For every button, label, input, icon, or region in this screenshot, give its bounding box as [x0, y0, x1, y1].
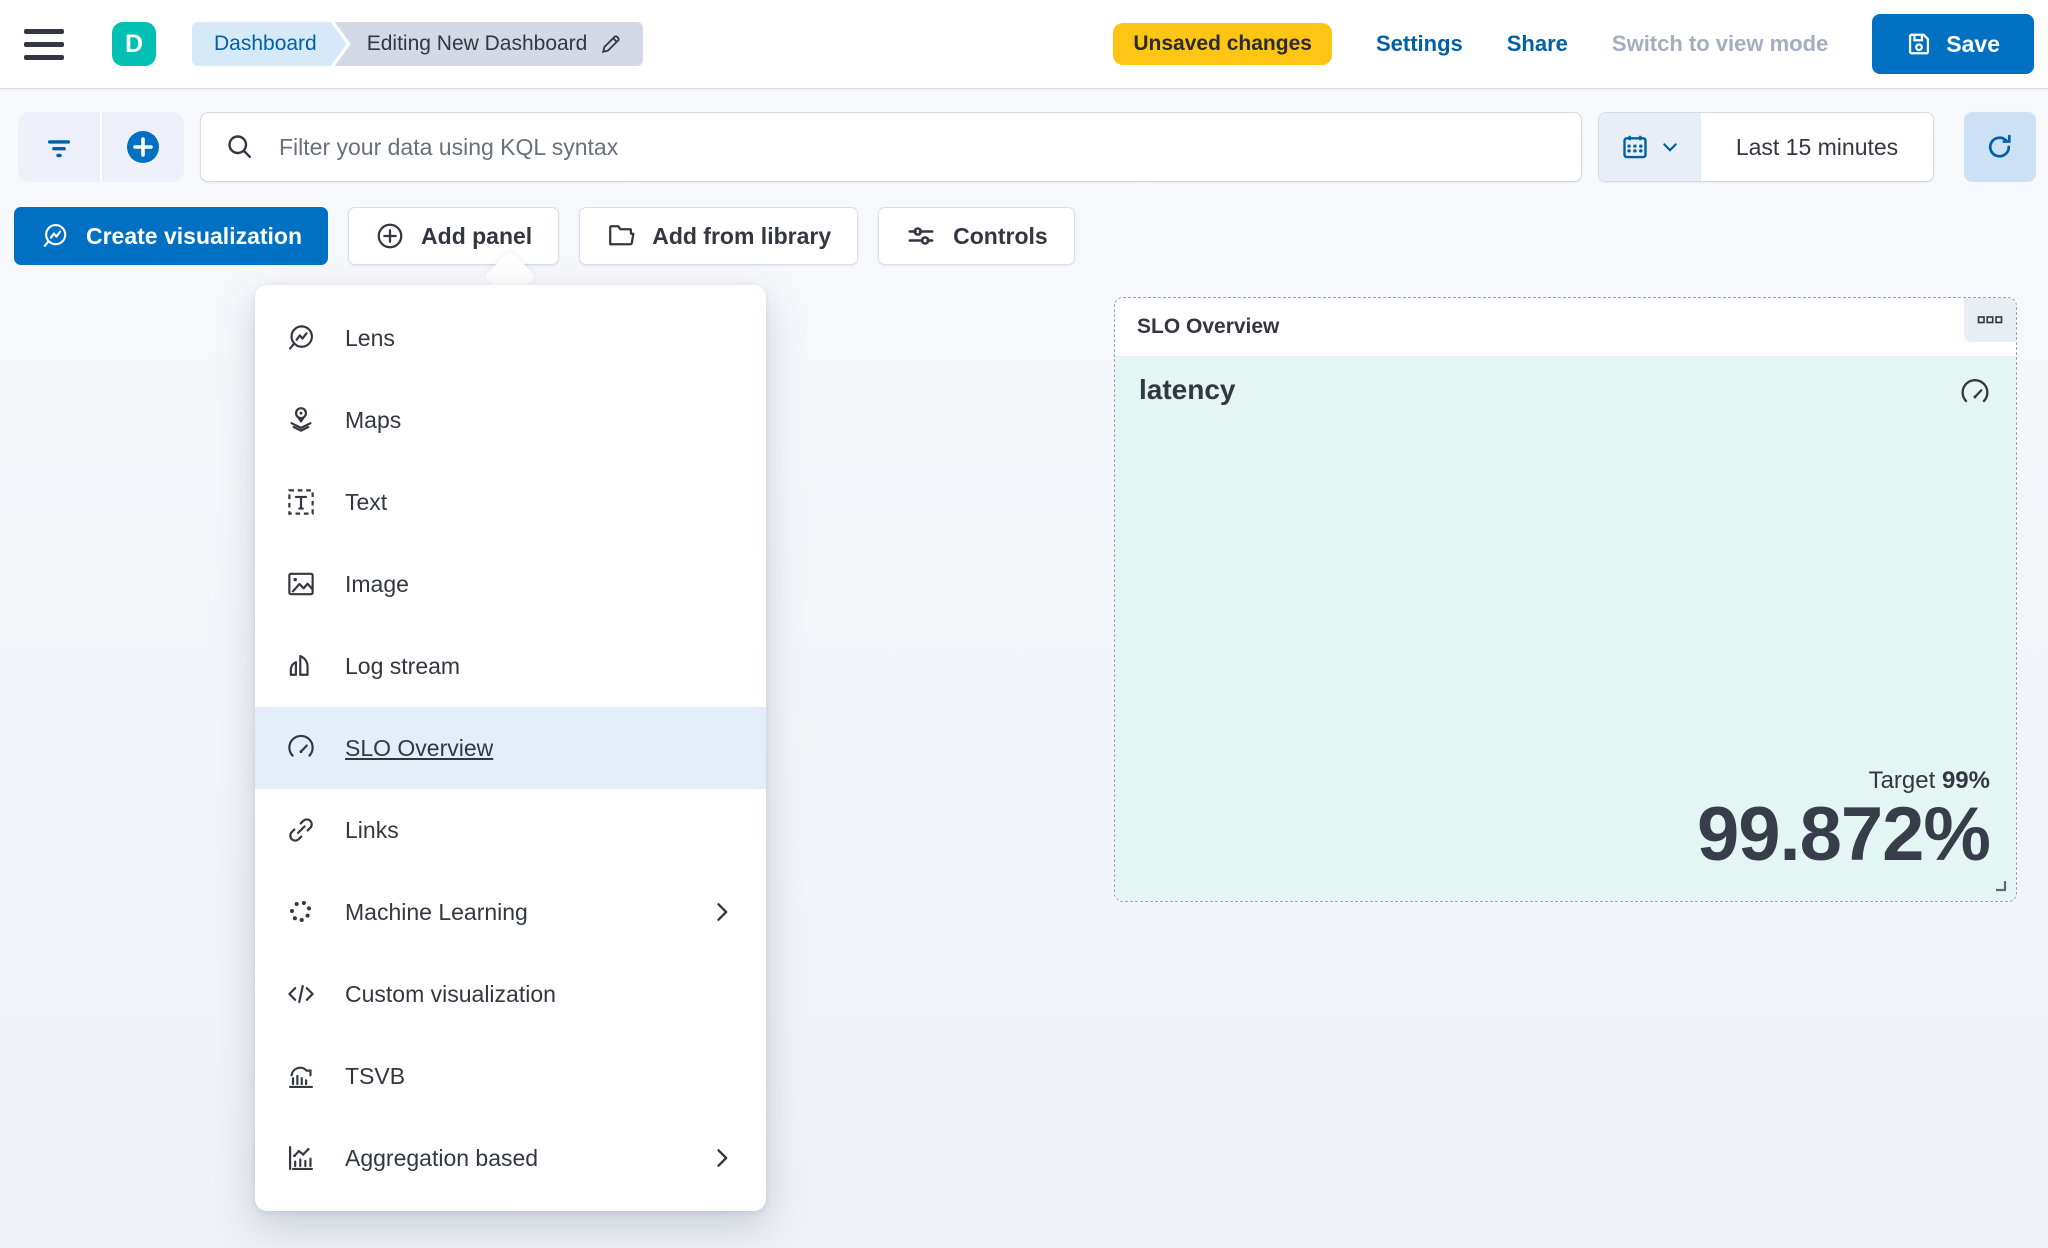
- menu-item-label: SLO Overview: [345, 734, 494, 761]
- panel-options-button[interactable]: [1964, 298, 2016, 342]
- code-icon: [285, 978, 317, 1010]
- panel-body: latency Target 99% 99.872%: [1115, 356, 2016, 901]
- menu-item-label: Links: [345, 816, 399, 843]
- kql-search-box: [200, 112, 1582, 182]
- menu-item-log-stream[interactable]: Log stream: [255, 625, 766, 707]
- unsaved-changes-badge: Unsaved changes: [1113, 23, 1332, 65]
- menu-item-label: Lens: [345, 324, 395, 351]
- boxes-horizontal-icon: [1977, 312, 2003, 328]
- slo-name: latency: [1139, 374, 1236, 405]
- breadcrumb-current[interactable]: Editing New Dashboard: [334, 22, 644, 66]
- menu-item-links[interactable]: Links: [255, 789, 766, 871]
- controls-sliders-icon: [905, 220, 937, 252]
- edit-pencil-icon: [599, 32, 623, 56]
- controls-label: Controls: [953, 222, 1048, 249]
- menu-item-text[interactable]: Text: [255, 461, 766, 543]
- log-stream-icon: [285, 650, 317, 682]
- slo-overview-panel: SLO Overview latency: [1114, 297, 2017, 902]
- filter-icon[interactable]: [18, 112, 100, 182]
- menu-item-label: Custom visualization: [345, 980, 556, 1007]
- link-icon: [285, 814, 317, 846]
- add-panel-menu: Lens Maps Text: [255, 285, 766, 1211]
- add-from-library-label: Add from library: [652, 222, 832, 249]
- menu-item-custom-visualization[interactable]: Custom visualization: [255, 953, 766, 1035]
- add-from-library-button[interactable]: Add from library: [579, 207, 859, 265]
- menu-item-label: Machine Learning: [345, 898, 528, 925]
- panel-header: SLO Overview: [1115, 298, 2016, 356]
- menu-item-label: Maps: [345, 406, 402, 433]
- add-panel-label: Add panel: [421, 222, 533, 249]
- kql-search-input[interactable]: [279, 133, 1557, 161]
- calendar-icon: [1620, 132, 1650, 162]
- create-visualization-button[interactable]: Create visualization: [14, 207, 329, 265]
- save-icon: [1906, 31, 1932, 57]
- menu-item-label: Image: [345, 570, 409, 597]
- menu-item-aggregation-based[interactable]: Aggregation based: [255, 1117, 766, 1199]
- search-icon: [225, 132, 255, 162]
- time-picker: Last 15 minutes: [1598, 112, 1934, 182]
- machine-learning-icon: [285, 896, 317, 928]
- slo-value: 99.872%: [1696, 792, 1991, 878]
- panel-resize-handle[interactable]: [1990, 875, 2008, 893]
- menu-item-tsvb[interactable]: TSVB: [255, 1035, 766, 1117]
- add-filter-icon[interactable]: [100, 112, 184, 182]
- lens-icon: [40, 221, 70, 251]
- menu-item-image[interactable]: Image: [255, 543, 766, 625]
- slo-target-label: Target: [1868, 767, 1936, 795]
- share-link[interactable]: Share: [1506, 31, 1568, 56]
- calendar-dropdown-button[interactable]: [1599, 113, 1701, 181]
- folder-icon: [606, 221, 636, 251]
- menu-item-slo-overview[interactable]: SLO Overview: [255, 707, 766, 789]
- lens-icon: [285, 322, 317, 354]
- settings-link[interactable]: Settings: [1375, 31, 1463, 56]
- menu-icon[interactable]: [24, 21, 70, 67]
- gauge-icon: [1958, 376, 1992, 410]
- chevron-down-icon: [1660, 137, 1680, 157]
- panel-title: SLO Overview: [1137, 315, 1280, 338]
- menu-item-lens[interactable]: Lens: [255, 297, 766, 379]
- slo-target-value: 99%: [1941, 767, 1990, 795]
- controls-button[interactable]: Controls: [878, 207, 1075, 265]
- query-bar: Last 15 minutes: [18, 112, 2036, 182]
- menu-item-machine-learning[interactable]: Machine Learning: [255, 871, 766, 953]
- menu-item-maps[interactable]: Maps: [255, 379, 766, 461]
- time-range-value[interactable]: Last 15 minutes: [1701, 113, 1933, 181]
- text-icon: [285, 486, 317, 518]
- breadcrumb: Dashboard Editing New Dashboard: [192, 22, 644, 66]
- plus-circle-icon: [375, 221, 405, 251]
- add-panel-button[interactable]: Add panel: [348, 207, 560, 265]
- save-button-label: Save: [1946, 30, 2000, 57]
- gauge-icon: [285, 732, 317, 764]
- create-visualization-label: Create visualization: [86, 222, 303, 249]
- image-icon: [285, 568, 317, 600]
- header-actions: Unsaved changes Settings Share Switch to…: [1113, 14, 2034, 74]
- menu-item-label: Aggregation based: [345, 1144, 539, 1171]
- save-button[interactable]: Save: [1872, 14, 2034, 74]
- breadcrumb-dashboard[interactable]: Dashboard: [192, 22, 347, 66]
- maps-icon: [285, 404, 317, 436]
- space-avatar[interactable]: D: [112, 22, 156, 66]
- chevron-right-icon: [708, 898, 736, 926]
- refresh-icon: [1984, 131, 2016, 163]
- slo-stats: Target 99% 99.872%: [1696, 767, 1991, 878]
- menu-item-label: TSVB: [345, 1062, 406, 1089]
- filter-button-group: [18, 112, 184, 182]
- switch-view-mode-link[interactable]: Switch to view mode: [1611, 31, 1829, 56]
- app-header: D Dashboard Editing New Dashboard Unsave…: [0, 0, 2048, 88]
- breadcrumb-current-label: Editing New Dashboard: [366, 32, 588, 55]
- tsvb-icon: [285, 1060, 317, 1092]
- aggregation-icon: [285, 1142, 317, 1174]
- slo-target: Target 99%: [1697, 767, 1990, 795]
- edit-toolbar: Create visualization Add panel Add from …: [14, 207, 1075, 265]
- refresh-button[interactable]: [1964, 112, 2036, 182]
- menu-item-label: Log stream: [345, 652, 461, 679]
- chevron-right-icon: [708, 1144, 736, 1172]
- menu-item-label: Text: [345, 488, 388, 515]
